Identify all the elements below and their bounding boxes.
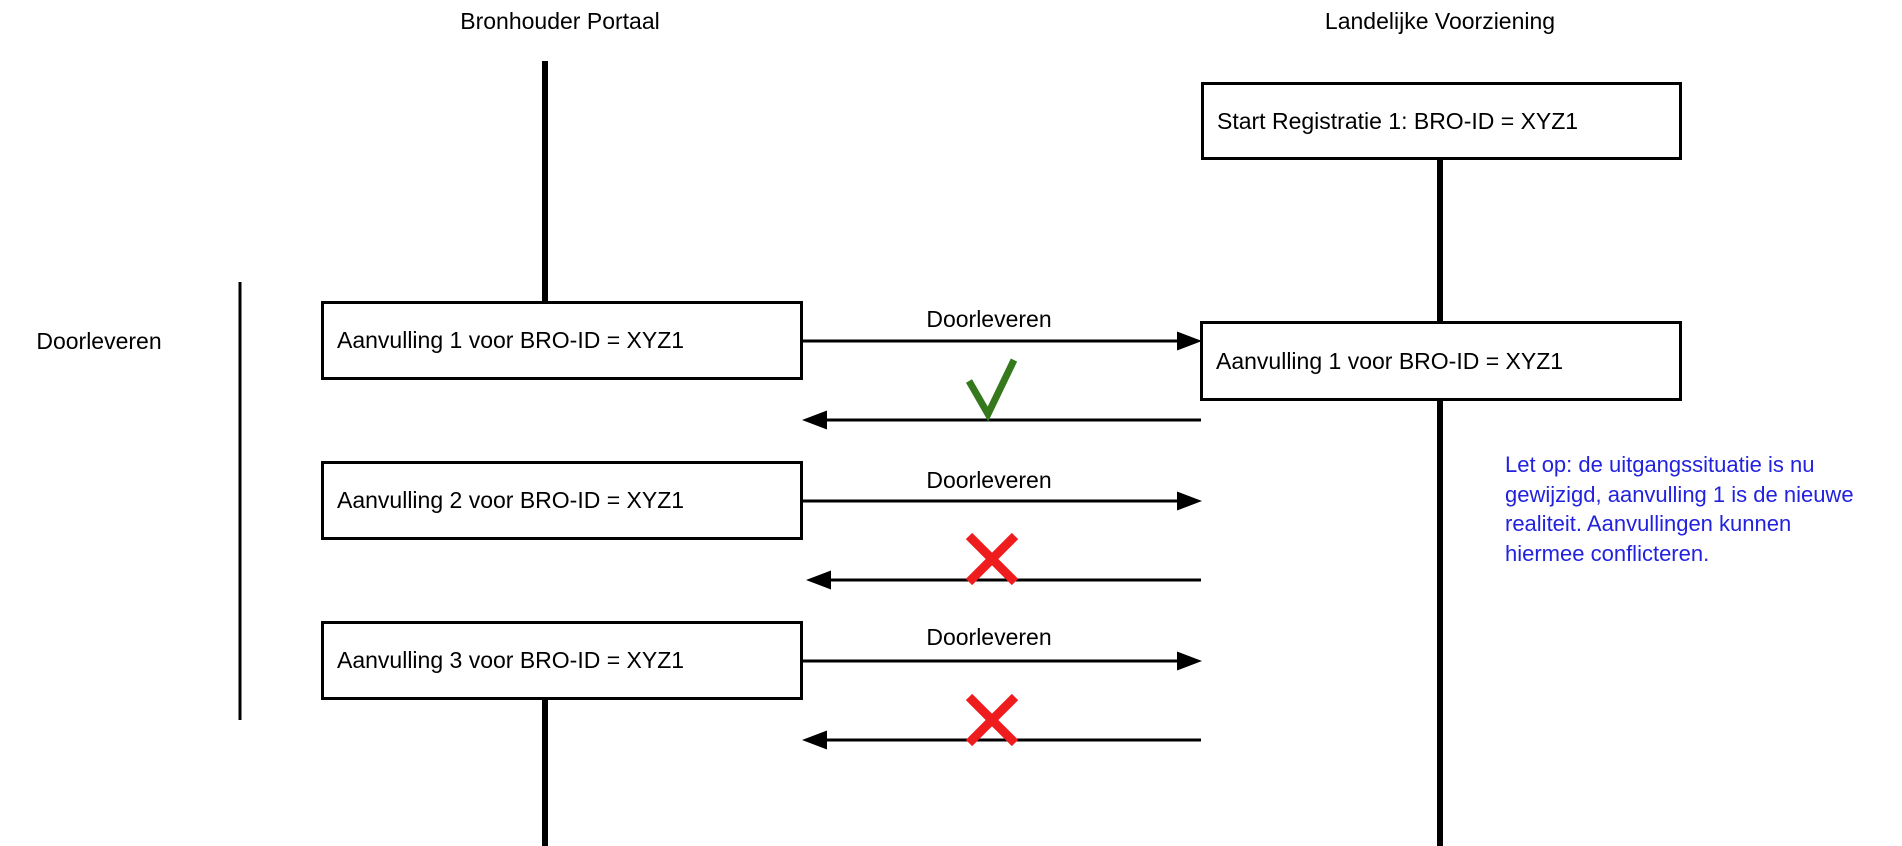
warning-note: Let op: de uitgangssituatie is nu gewijz… — [1505, 450, 1854, 568]
cross-icon — [965, 693, 1019, 747]
arrowhead-right-icon — [1177, 491, 1202, 511]
actor-title-bronhouder-portaal: Bronhouder Portaal — [460, 8, 660, 34]
warning-note-line: Let op: de uitgangssituatie is nu — [1505, 452, 1815, 477]
checkmark-icon — [965, 358, 1018, 422]
warning-note-line: realiteit. Aanvullingen kunnen — [1505, 511, 1792, 536]
message-label-doorleveren-1: Doorleveren — [926, 306, 1052, 332]
group-label-doorleveren: Doorleveren — [36, 328, 162, 354]
cross-icon — [965, 532, 1019, 586]
aanvulling-3-box: Aanvulling 3 voor BRO-ID = XYZ1 — [321, 621, 803, 700]
message-label-doorleveren-2: Doorleveren — [926, 467, 1052, 493]
arrowhead-left-icon — [802, 730, 827, 750]
aanvulling-2-label: Aanvulling 2 voor BRO-ID = XYZ1 — [337, 487, 685, 513]
arrowhead-left-icon — [802, 410, 827, 430]
aanvulling-1-box: Aanvulling 1 voor BRO-ID = XYZ1 — [321, 301, 803, 380]
arrowhead-right-icon — [1177, 651, 1202, 671]
warning-note-line: hiermee conflicteren. — [1505, 540, 1710, 566]
aanvulling-2-box: Aanvulling 2 voor BRO-ID = XYZ1 — [321, 461, 803, 540]
arrowhead-left-icon — [806, 570, 831, 590]
warning-note-line: gewijzigd, aanvulling 1 is de nieuwe — [1505, 481, 1854, 507]
aanvulling-1-registered-label: Aanvulling 1 voor BRO-ID = XYZ1 — [1216, 347, 1564, 374]
arrowhead-right-icon — [1177, 331, 1202, 351]
message-label-doorleveren-3: Doorleveren — [926, 624, 1052, 650]
actor-title-landelijke-voorziening: Landelijke Voorziening — [1324, 8, 1556, 34]
aanvulling-1-label: Aanvulling 1 voor BRO-ID = XYZ1 — [337, 327, 685, 353]
start-registratie-box: Start Registratie 1: BRO-ID = XYZ1 — [1201, 82, 1682, 160]
aanvulling-3-label: Aanvulling 3 voor BRO-ID = XYZ1 — [337, 647, 685, 673]
start-registratie-label: Start Registratie 1: BRO-ID = XYZ1 — [1217, 107, 1579, 134]
aanvulling-1-registered-box: Aanvulling 1 voor BRO-ID = XYZ1 — [1200, 321, 1682, 401]
